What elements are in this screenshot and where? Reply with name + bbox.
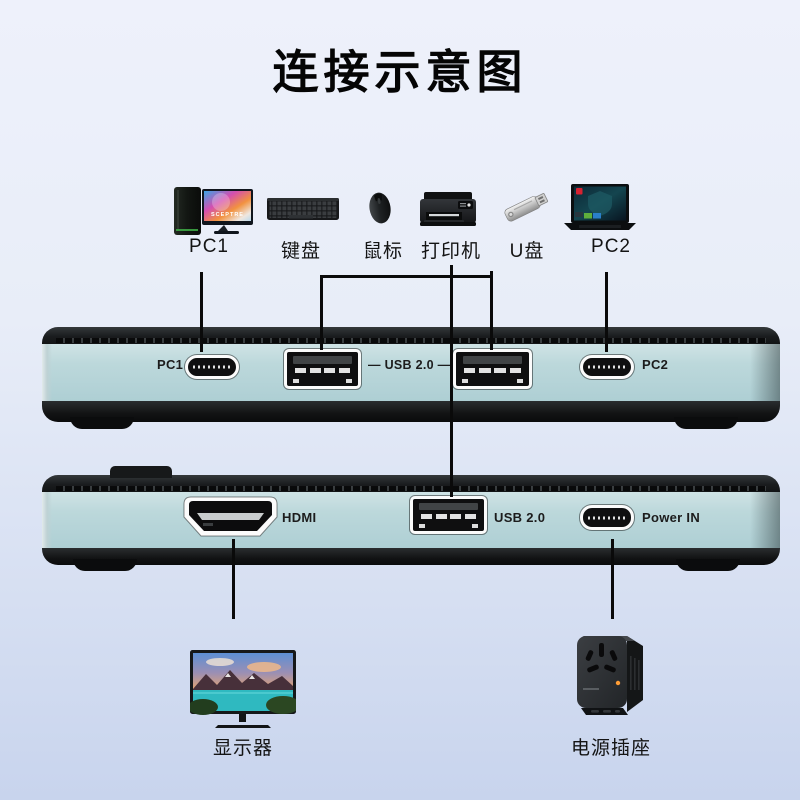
label-mouse: 鼠标 (362, 241, 404, 262)
hdmi-port (183, 496, 278, 537)
device-bottom-edge (42, 401, 780, 422)
label-power-socket: 电源插座 (570, 738, 652, 759)
pc1-port-label: PC1 (157, 357, 184, 372)
label-monitor: 显示器 (212, 738, 274, 759)
usb-port-label: USB 2.0 (494, 510, 546, 525)
pc2-usbc-port (580, 355, 634, 379)
connection-line-pc1 (200, 272, 203, 352)
device-top-edge (42, 327, 780, 344)
label-pc2: PC2 (591, 236, 631, 257)
usb-drive-icon (504, 193, 549, 222)
power-adapter-icon (577, 636, 643, 715)
pc1-monitor-brand-text: SCEPTRE (211, 212, 244, 218)
connection-line-pc2 (605, 272, 608, 352)
device-foot (676, 559, 740, 571)
connection-line-power (611, 539, 614, 619)
usb-a-port-front (410, 496, 487, 534)
usb-bus-label: — USB 2.0 — (368, 358, 451, 372)
label-usb-drive: U盘 (509, 241, 545, 262)
pc2-icon (564, 184, 636, 230)
usb-a-port-2 (453, 349, 532, 389)
device-foot (73, 559, 137, 571)
pc1-icon: SCEPTRE (174, 187, 253, 235)
kvm-front-view: HDMI USB 2.0 Power IN (42, 466, 780, 571)
page-title: 连接示意图 (272, 46, 528, 98)
printer-icon (420, 192, 476, 226)
power-usbc-port (580, 505, 634, 530)
device-top-edge (42, 475, 780, 492)
connection-line-hdmi (232, 539, 235, 619)
device-face (42, 344, 780, 401)
monitor-icon (190, 650, 296, 728)
usb-a-port-1 (284, 349, 361, 389)
connection-line-usb-bus (320, 275, 493, 278)
hdmi-port-label: HDMI (282, 510, 317, 525)
device-foot (70, 417, 134, 429)
mouse-icon (369, 192, 391, 224)
label-pc1: PC1 (189, 236, 229, 257)
connection-line-usb-right-drop (490, 271, 493, 350)
device-bottom-edge (42, 548, 780, 565)
switch-button (110, 466, 172, 478)
connection-line-usb-left-drop (320, 277, 323, 350)
pc2-port-label: PC2 (642, 357, 669, 372)
power-port-label: Power IN (642, 510, 701, 525)
keyboard-icon (267, 198, 339, 220)
device-foot (674, 417, 738, 429)
pc1-usbc-port (185, 355, 239, 379)
connection-line-printer (450, 265, 453, 497)
kvm-top-view: PC1 — USB 2.0 — PC2 (42, 327, 780, 429)
label-printer: 打印机 (420, 241, 482, 262)
label-keyboard: 键盘 (280, 241, 322, 262)
